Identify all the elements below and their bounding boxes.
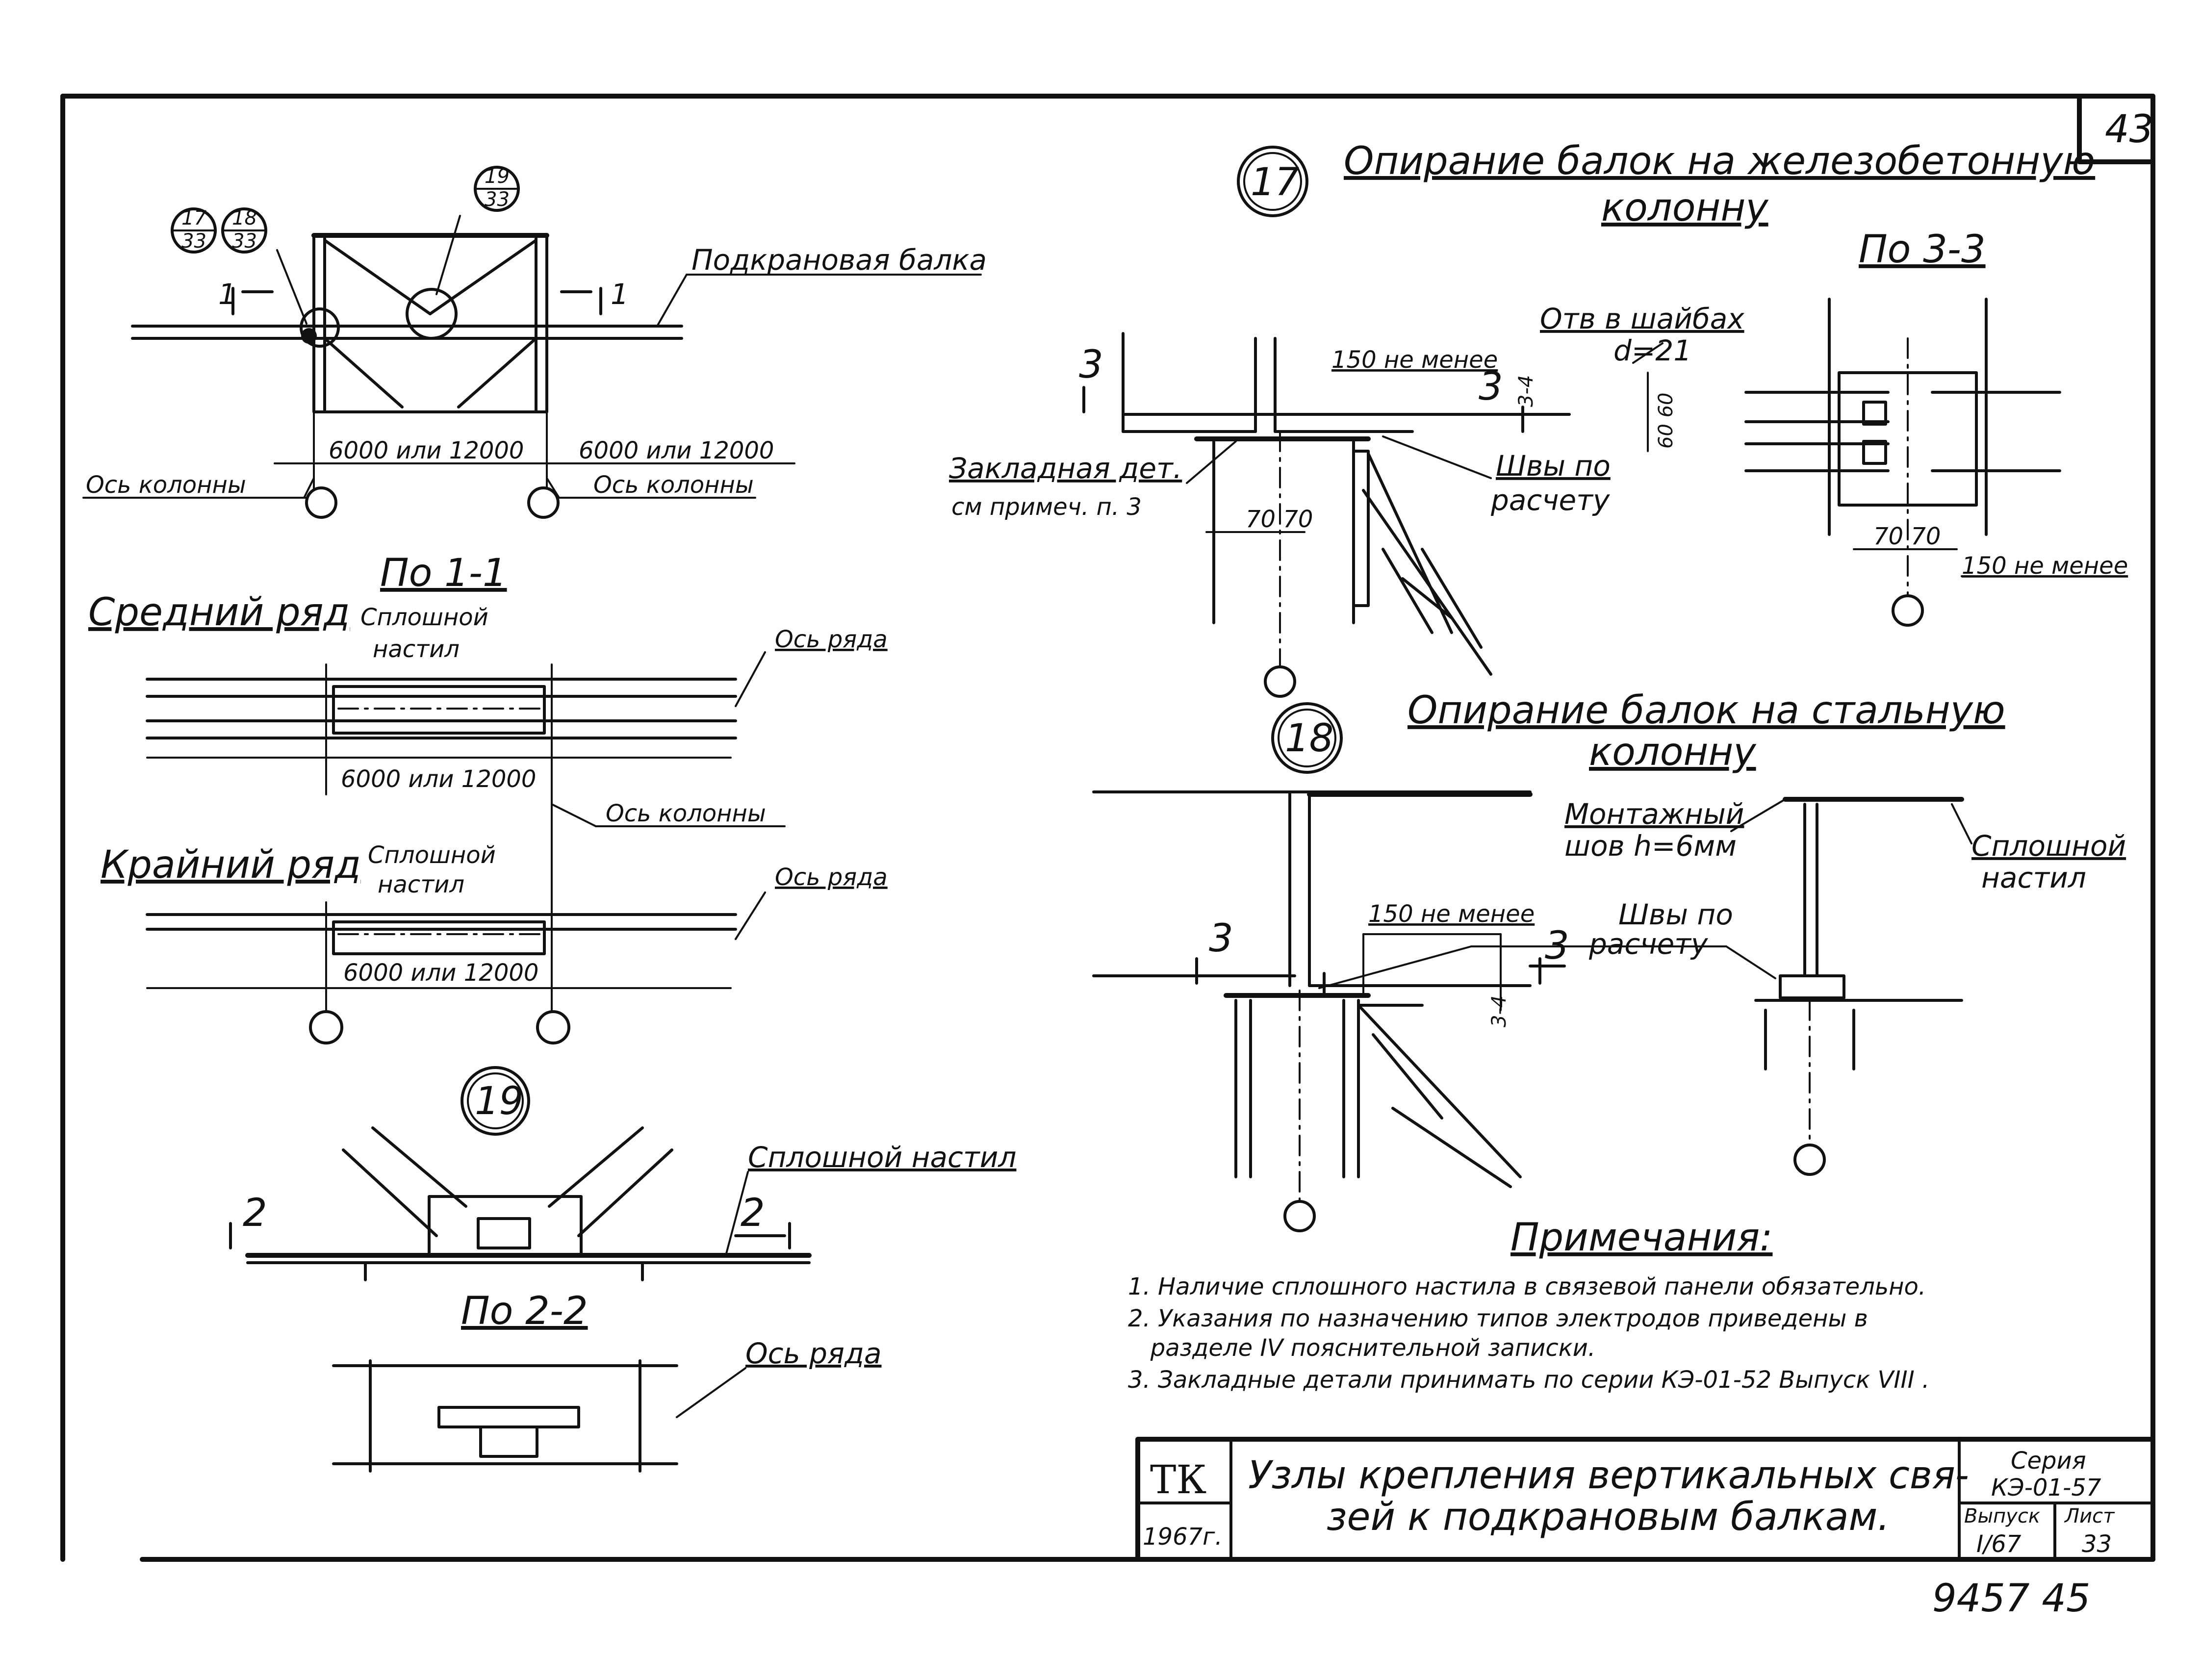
note-2b: разделе IV пояснительной записки. (1128, 1334, 1595, 1362)
detail-18-welds-1: Швы по (1618, 898, 1733, 931)
section-1-1-middle-row (146, 651, 786, 962)
sheet-label: Лист (2064, 1505, 2115, 1527)
middle-row-label: Средний ряд (88, 590, 350, 635)
field-weld-1: Монтажный (1564, 797, 1744, 831)
section-3-3-min-150: 150 не менее (1962, 552, 2128, 580)
column-axis-left: Ось колонны (86, 471, 246, 499)
span-left: 6000 или 12000 (329, 437, 524, 464)
detail-17-title-2: колонну (1601, 186, 1769, 230)
svg-text:33: 33 (181, 230, 206, 253)
section-2-2-row-axis: Ось ряда (745, 1337, 882, 1370)
holes-label-1: Отв в шайбах (1540, 302, 1744, 335)
detail-18-deck-2: настил (1981, 861, 2086, 894)
beam-label: Подкрановая балка (691, 243, 987, 277)
span-b: 6000 или 12000 (343, 959, 538, 987)
detail-17-drawing (1082, 332, 1571, 698)
section-mark-1-left: 1 (218, 278, 236, 311)
svg-text:33: 33 (232, 230, 257, 253)
detail-18-section-left: 3 (1209, 916, 1233, 961)
note-2: 2. Указания по назначению типов электрод… (1128, 1305, 1868, 1332)
detail-18-min-150: 150 не менее (1368, 900, 1535, 928)
detail-18-deck-1: Сплошной (1971, 829, 2126, 863)
note-1: 1. Наличие сплошного настила в связевой … (1128, 1273, 1926, 1300)
section-3-3-title: По 3-3 (1859, 228, 1986, 272)
deck-label-b2: настил (378, 871, 464, 898)
embedded-part-2: см примеч. п. 3 (951, 493, 1142, 521)
detail-18-callout[interactable]: 18 (1271, 702, 1343, 774)
detail-17-callout[interactable]: 17 (1237, 146, 1308, 217)
column-axis-label: Ось колонны (606, 800, 766, 827)
series-value: КЭ-01-57 (1991, 1474, 2101, 1502)
row-axis-b: Ось ряда (775, 864, 888, 891)
svg-text:17: 17 (1251, 160, 1299, 204)
edge-row-label: Крайний ряд (101, 843, 361, 887)
title-block (1135, 1437, 2155, 1562)
drawing-title-1: Узлы крепления вертикальных свя- (1248, 1453, 1969, 1498)
svg-text:33: 33 (485, 188, 510, 211)
detail-18-title-2: колонну (1589, 730, 1757, 774)
detail-19-callout[interactable]: 19 (461, 1066, 530, 1136)
sheet-value: 33 (2082, 1530, 2112, 1558)
section-3-3-drawing (1632, 298, 2124, 627)
detail-17-title-1: Опирание балок на железобетонную (1344, 139, 2095, 183)
detail-17-welds-1: Швы по (1496, 449, 1611, 483)
column-axis-right: Ось колонны (593, 471, 754, 499)
section-2-2-title: По 2-2 (461, 1289, 588, 1333)
issue-value: I/67 (1976, 1530, 2022, 1558)
page-number: 43 (2105, 107, 2153, 152)
title-org: ТК (1150, 1457, 1206, 1502)
issue-label: Выпуск (1964, 1505, 2040, 1527)
detail-19-drawing (229, 1126, 812, 1281)
general-elevation (82, 215, 982, 519)
detail-17-section-right: 3 (1479, 365, 1503, 409)
detail-17-welds-2: расчету (1490, 484, 1610, 517)
detail-18-welds-2: расчету (1588, 927, 1708, 961)
detail-18-title-1: Опирание балок на стальную (1408, 688, 2005, 733)
callout-17-33[interactable]: 17 33 (171, 207, 217, 254)
detail-17-section-left: 3 (1079, 343, 1103, 387)
callout-19-33[interactable]: 19 33 (474, 165, 520, 212)
span-a: 6000 или 12000 (341, 765, 536, 793)
section-1-1-edge-row (146, 891, 766, 1044)
field-weld-2: шов h=6мм (1564, 829, 1737, 863)
svg-text:17: 17 (181, 207, 206, 229)
section-1-1-title: По 1-1 (380, 551, 507, 595)
section-3-3-dim-60-60: 60 60 (1655, 392, 1677, 449)
handwritten-footer: 9457 45 (1932, 1577, 2091, 1621)
deck-label-a1: Сплошной (360, 604, 488, 631)
svg-text:18: 18 (1285, 716, 1333, 761)
callout-18-33[interactable]: 18 33 (221, 207, 267, 254)
svg-text:19: 19 (485, 165, 510, 188)
detail-17-weld-size: 3-4 (1515, 375, 1537, 407)
section-2-2-drawing (332, 1359, 746, 1473)
notes-heading: Примечания: (1510, 1216, 1772, 1260)
deck-label-a2: настил (373, 636, 460, 663)
section-3-3-dim-70-70: 70 70 (1873, 523, 1941, 550)
embedded-part-1: Закладная дет. (949, 452, 1182, 485)
deck-label-b1: Сплошной (368, 841, 496, 869)
sheet-frame (60, 94, 2155, 1562)
section-mark-1-right: 1 (611, 278, 629, 311)
note-3: 3. Закладные детали принимать по серии К… (1128, 1366, 1929, 1394)
svg-text:19: 19 (475, 1079, 523, 1123)
detail-18-weld-size: 3-4 (1488, 995, 1510, 1027)
detail-19-deck-label: Сплошной настил (748, 1141, 1017, 1174)
svg-text:18: 18 (232, 207, 257, 229)
detail-17-min-150: 150 не менее (1331, 346, 1498, 374)
detail-18-drawing (1092, 790, 1972, 1232)
title-year: 1967г. (1143, 1523, 1223, 1551)
span-right: 6000 или 12000 (579, 437, 774, 464)
section-mark-2-right: 2 (741, 1191, 765, 1235)
series-label: Серия (2011, 1447, 2086, 1475)
drawing-title-2: зей к подкрановым балкам. (1327, 1495, 1890, 1539)
section-mark-2-left: 2 (243, 1191, 267, 1235)
row-axis-a: Ось ряда (775, 626, 888, 653)
